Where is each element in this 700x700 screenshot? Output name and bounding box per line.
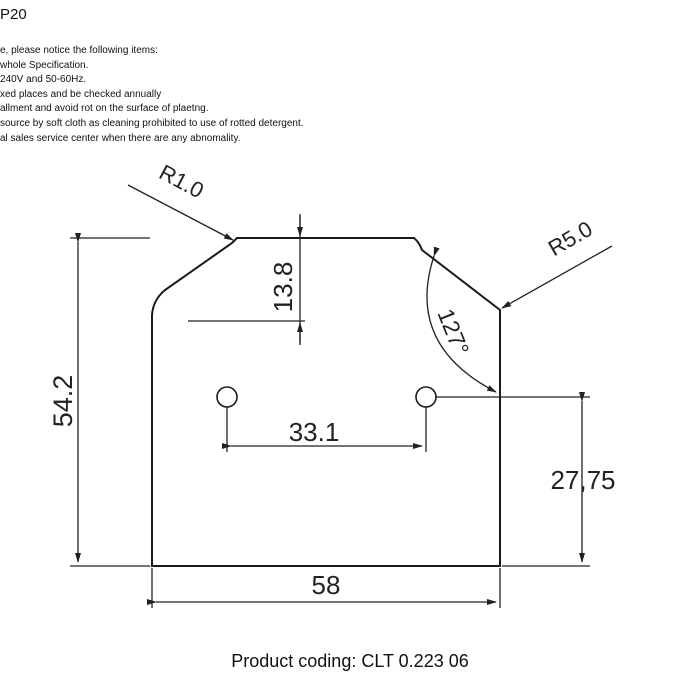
note-line: allment and avoid rot on the surface of …: [0, 103, 209, 115]
r1-label: R1.0: [155, 159, 208, 203]
note-line: whole Specification.: [0, 59, 89, 71]
note-line: xed places and be checked annually: [0, 88, 162, 100]
note-line: al sales service center when there are a…: [0, 132, 241, 144]
hole-spacing-label: 33.1: [289, 417, 340, 447]
notch-depth-label: 13.8: [268, 262, 298, 313]
r5-label: R5.0: [544, 216, 597, 261]
height-label: 54.2: [48, 375, 78, 428]
model-code: P20: [0, 6, 27, 23]
mounting-hole-left: [216, 386, 238, 408]
mounting-hole-right: [415, 386, 437, 408]
r1-leader: [127, 184, 234, 241]
hole-height-label: 27,75: [550, 465, 615, 495]
note-line: e, please notice the following items:: [0, 45, 158, 56]
note-line: source by soft cloth as cleaning prohibi…: [0, 117, 304, 129]
angle-label: 127°: [432, 305, 474, 359]
width-label: 58: [312, 570, 341, 600]
product-coding: Product coding: CLT 0.223 06: [231, 651, 469, 671]
r5-leader: [501, 245, 613, 309]
notes-list: e, please notice the following items: wh…: [0, 44, 304, 146]
note-line: 240V and 50-60Hz.: [0, 74, 87, 86]
plate-outline: [151, 237, 501, 567]
angle-arc: [426, 246, 497, 393]
